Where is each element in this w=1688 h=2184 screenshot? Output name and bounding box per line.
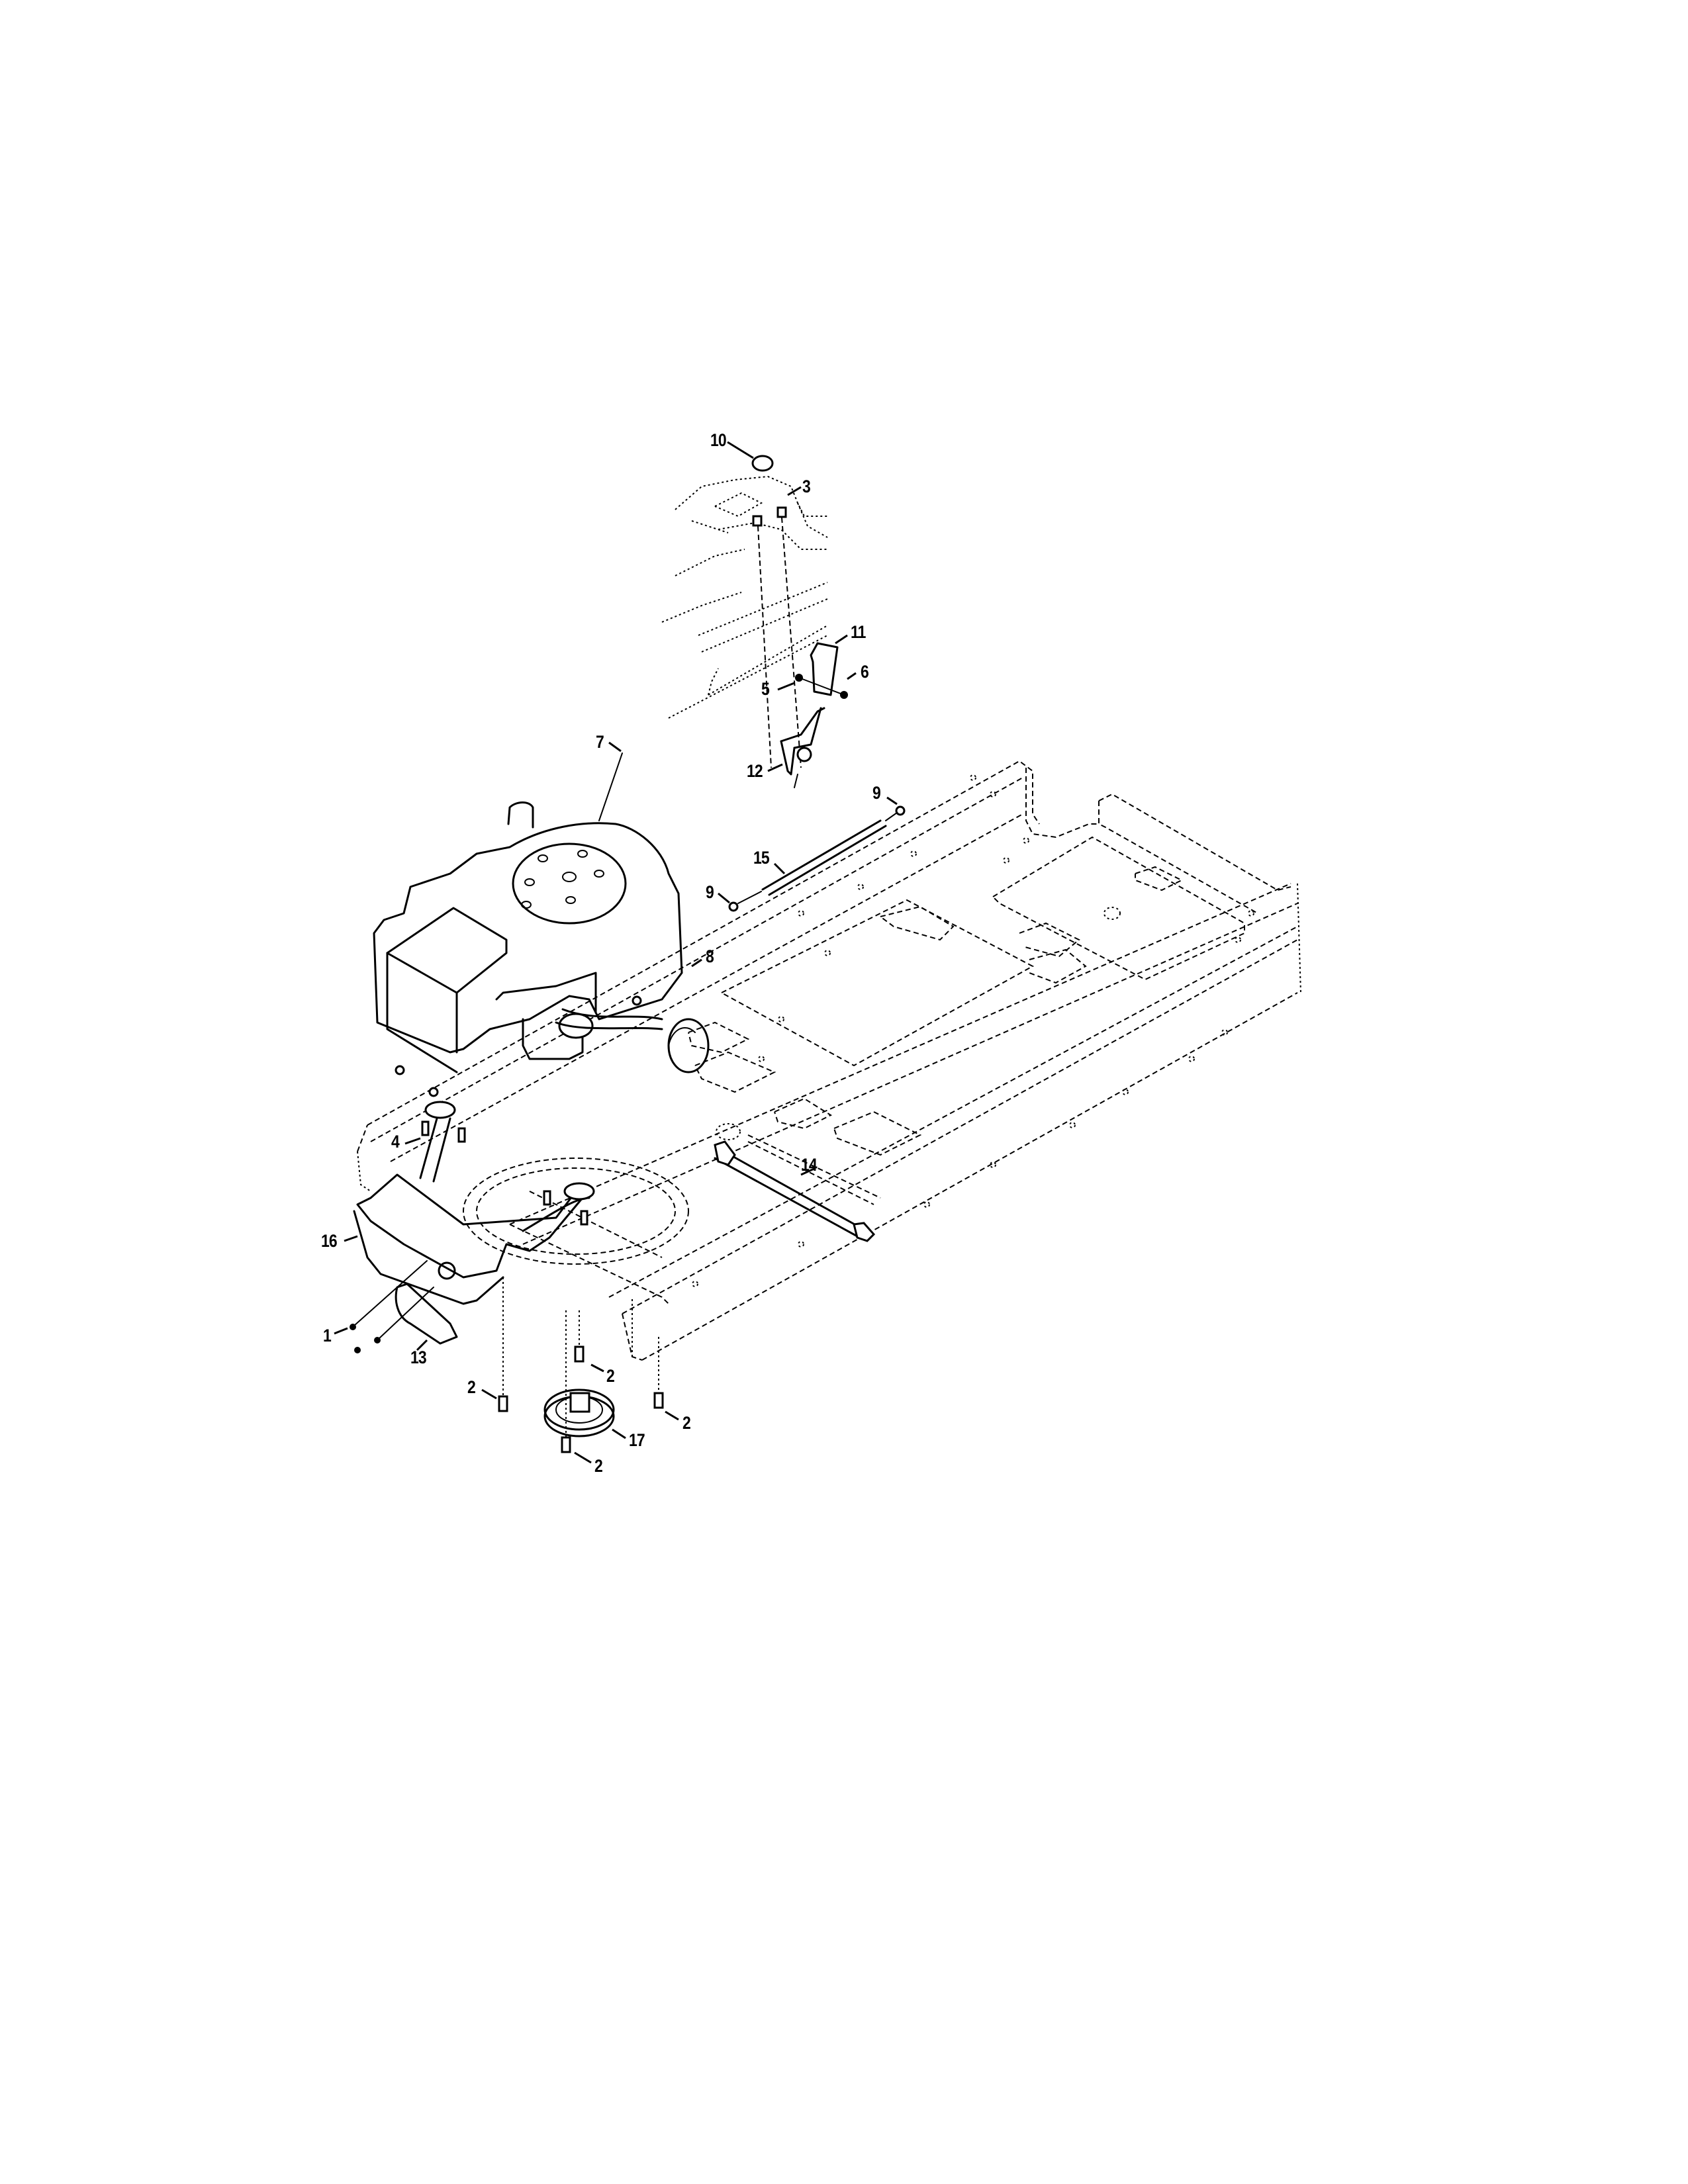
callout-10: 10 <box>710 430 727 450</box>
callout-2-center-top: 2 <box>606 1366 615 1386</box>
callout-6: 6 <box>861 662 869 682</box>
callout-1: 1 <box>323 1326 332 1345</box>
callout-13: 13 <box>410 1347 427 1367</box>
frame <box>357 760 1301 1361</box>
callout-3: 3 <box>802 477 811 496</box>
callout-17: 17 <box>629 1430 645 1450</box>
callout-11: 11 <box>851 622 866 642</box>
muffler <box>350 1101 595 1353</box>
callout-5: 5 <box>761 679 770 699</box>
callout-2-center-bottom: 2 <box>594 1456 603 1476</box>
callout-2-left: 2 <box>467 1377 476 1397</box>
rod-assembly <box>728 805 906 912</box>
leader-lines <box>334 441 898 1464</box>
callout-14: 14 <box>801 1155 818 1175</box>
callout-2-right: 2 <box>682 1413 691 1433</box>
drive-shaft <box>714 1140 876 1242</box>
callout-9-lower: 9 <box>706 882 714 902</box>
callout-15: 15 <box>753 848 770 868</box>
callout-16: 16 <box>321 1231 338 1251</box>
callout-7: 7 <box>596 732 604 752</box>
engine <box>373 801 710 1097</box>
callout-8: 8 <box>706 946 714 966</box>
console-panel <box>661 455 828 768</box>
mount-hardware <box>498 1277 664 1453</box>
callout-12: 12 <box>747 761 763 781</box>
callout-9-upper: 9 <box>872 783 881 803</box>
callout-4: 4 <box>391 1132 400 1152</box>
throttle-lever <box>780 642 848 788</box>
